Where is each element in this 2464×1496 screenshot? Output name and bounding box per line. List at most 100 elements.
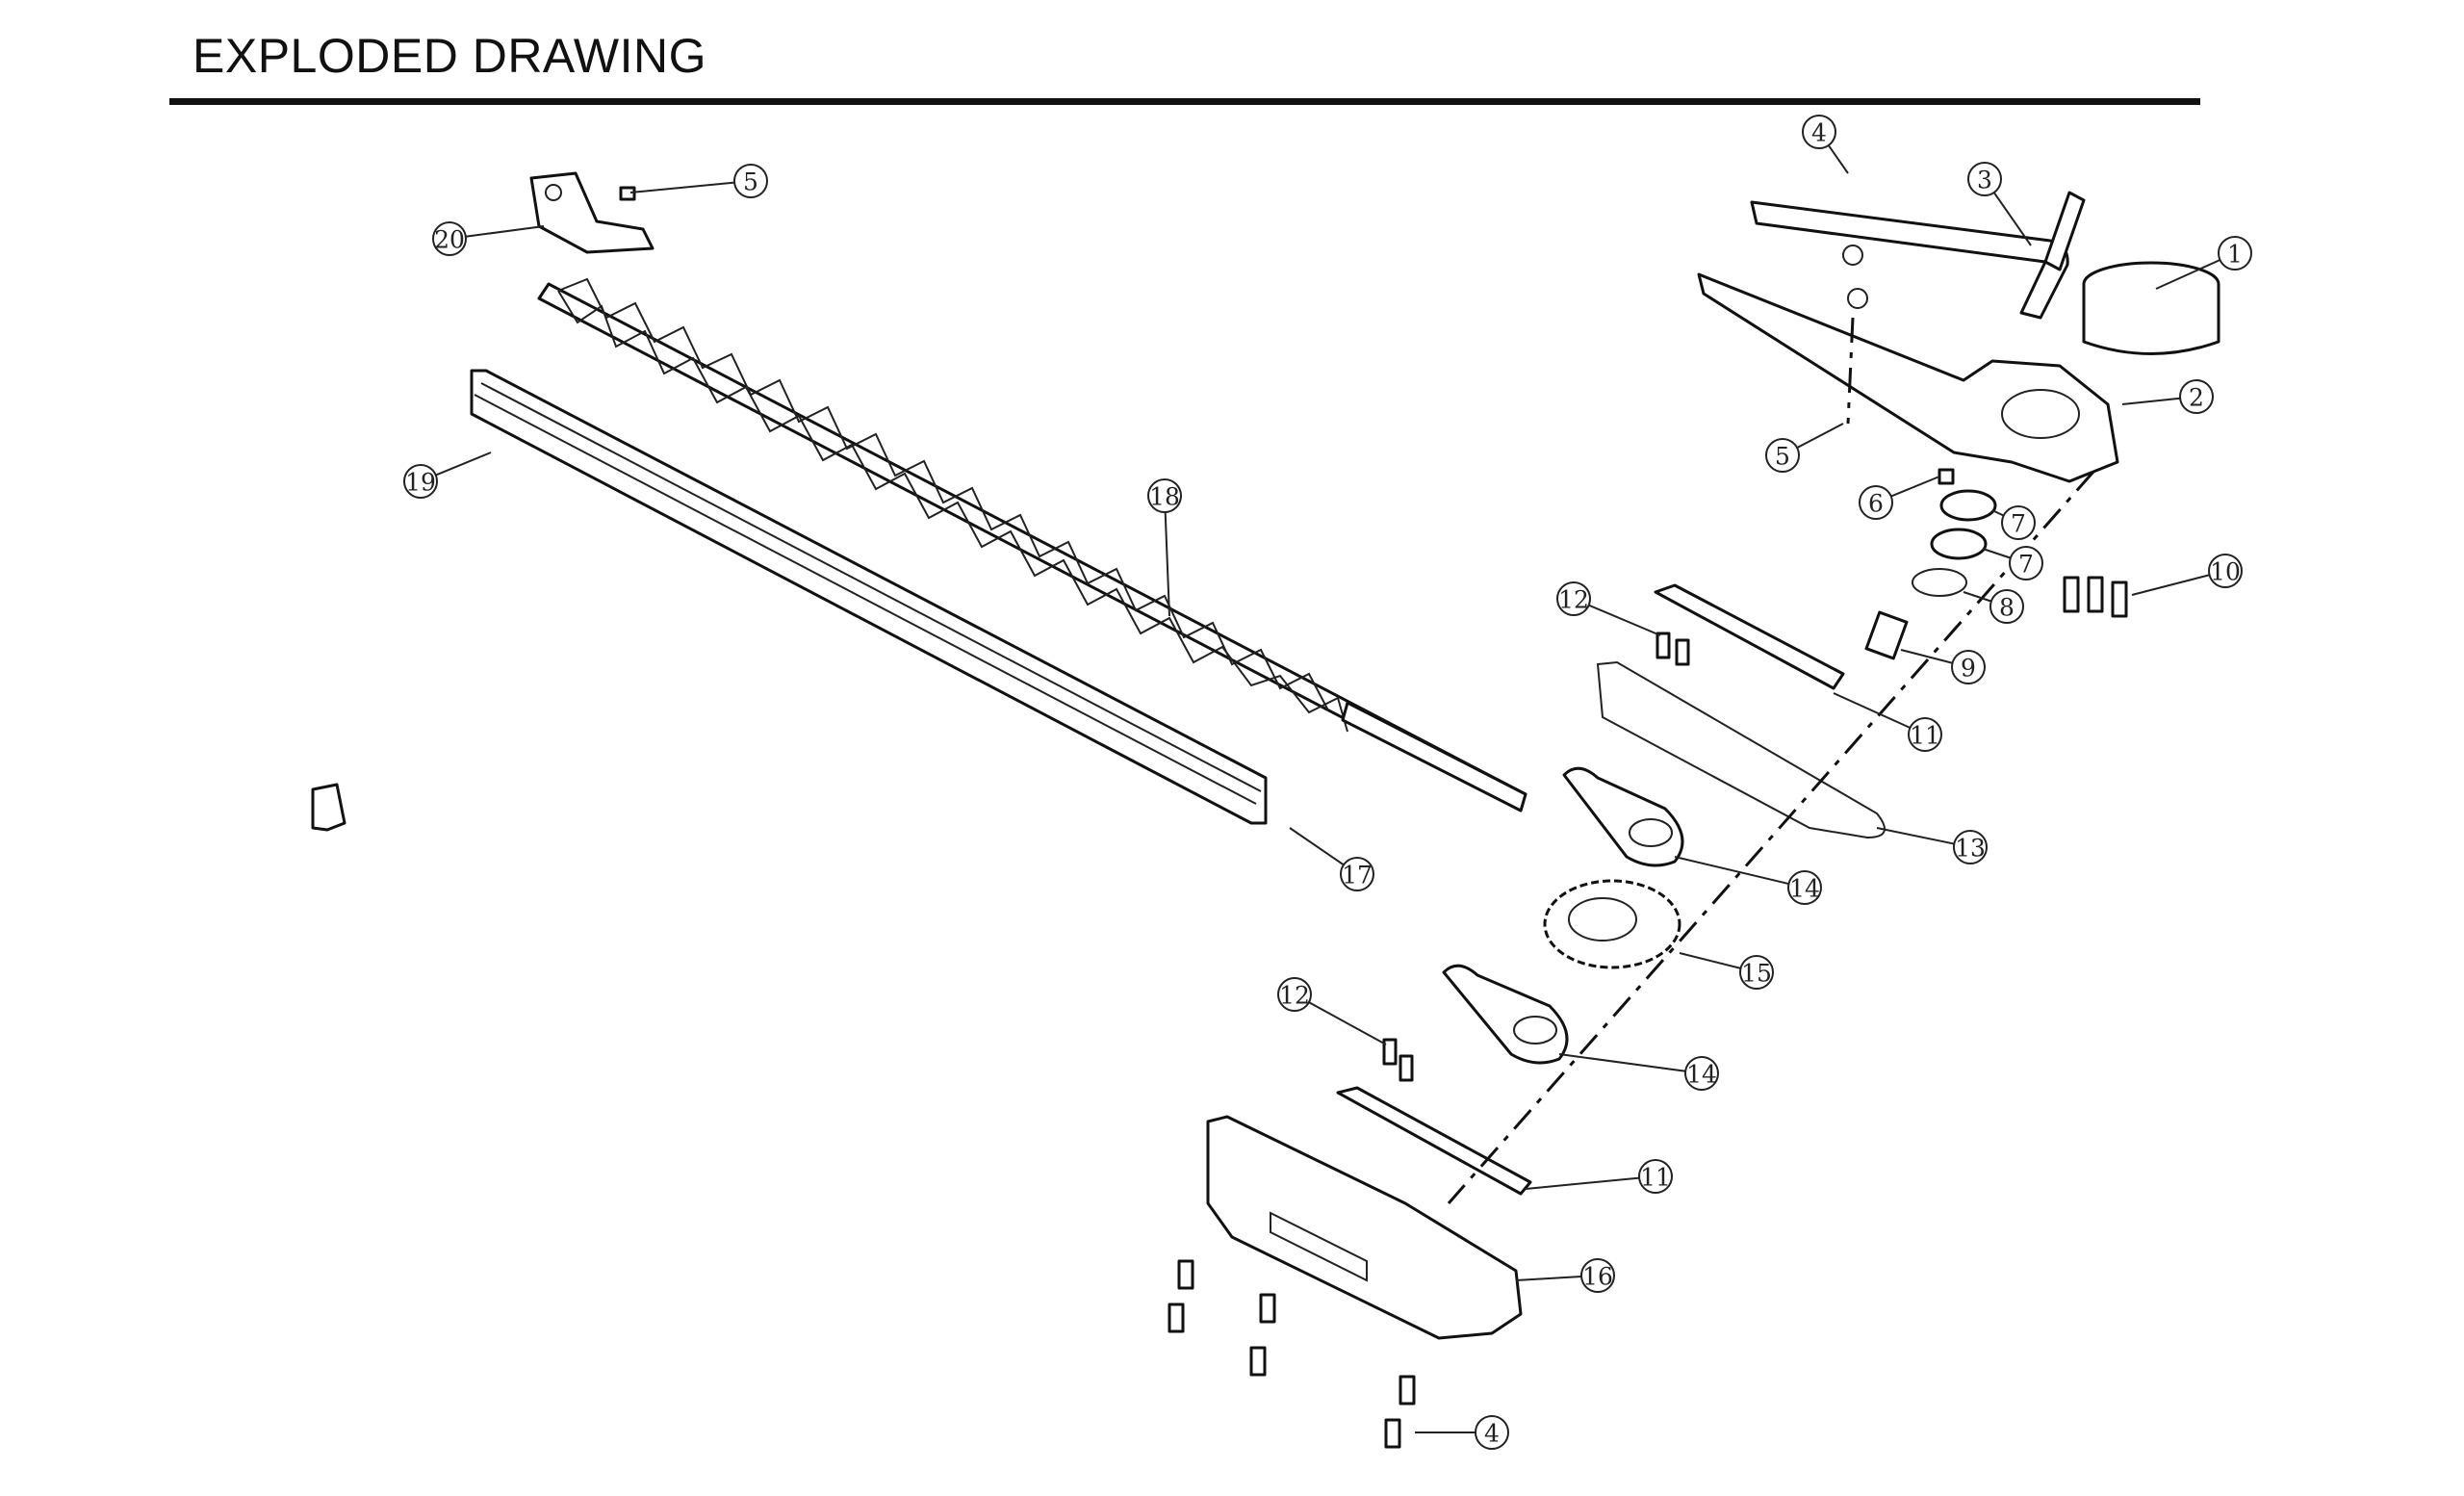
callout-19: 19 (403, 451, 492, 499)
callout-14: 14 (1674, 856, 1822, 905)
bolt-axis (1846, 317, 1855, 425)
callout-circle (1556, 581, 1591, 616)
callout-number: 2 (2189, 384, 2204, 412)
callout-11: 11 (1833, 692, 1942, 752)
assembly-axis (1447, 471, 2095, 1204)
part-9-pinion (1864, 610, 1909, 660)
callout-leader-line (1525, 1176, 1640, 1190)
callout-circle (1951, 650, 1986, 684)
callout-number: 17 (1342, 862, 1373, 890)
callout-number: 7 (2018, 551, 2034, 579)
callout-number: 5 (743, 168, 758, 196)
callout-leader-line (1289, 827, 1345, 866)
part-20-bracket (529, 171, 654, 254)
callout-leader-line (1982, 548, 2012, 559)
callout-circle (1580, 1258, 1615, 1293)
callout-leader-line (1679, 952, 1741, 969)
callout-10: 10 (2131, 554, 2243, 596)
callout-circle (1908, 717, 1942, 752)
callout-circle (1967, 162, 2002, 196)
callout-leader-line (1992, 192, 2032, 246)
callout-11: 11 (1525, 1159, 1673, 1194)
callout-leader-line (1515, 1276, 1582, 1281)
callout-leader-line (629, 181, 735, 193)
callout-number: 15 (1741, 960, 1772, 988)
callout-5: 5 (1765, 423, 1844, 473)
callout-circle (1739, 955, 1774, 990)
callout-number: 11 (1910, 722, 1940, 750)
callout-circle (1475, 1415, 1509, 1450)
callout-number: 20 (434, 226, 465, 254)
callout-leader-line (2121, 397, 2181, 405)
callout-circle (1147, 478, 1182, 513)
callout-8: 8 (1963, 589, 2024, 624)
part-12-screws-upper (1656, 632, 1690, 666)
callout-circle (2001, 505, 2036, 540)
part-1-ring (2082, 261, 2220, 355)
part-7-bearing-a (1939, 489, 1997, 522)
callout-number: 9 (1961, 655, 1976, 683)
callout-5: 5 (629, 164, 768, 198)
part-2-gear-housing-upper (1697, 245, 2119, 483)
part-14-crank-lower (1442, 964, 1569, 1065)
callout-leader-line (1164, 511, 1170, 617)
callout-circle (1277, 977, 1312, 1012)
callout-7: 7 (1982, 546, 2043, 580)
callout-4: 4 (1802, 115, 1849, 174)
page-title: EXPLODED DRAWING (192, 29, 707, 83)
callout-number: 4 (1484, 1420, 1500, 1448)
callout-number: 3 (1977, 167, 1992, 194)
callout-circle (1989, 589, 2024, 624)
callout-leader-line (1900, 649, 1953, 664)
part-8-circlip (1912, 568, 1967, 597)
callout-number: 19 (405, 469, 436, 497)
callout-number: 13 (1955, 835, 1986, 863)
part-11-plate-upper (1654, 583, 1845, 690)
callout-number: 14 (1789, 875, 1820, 903)
callout-number: 10 (2210, 558, 2241, 586)
callout-leader-line (1876, 827, 1955, 845)
callout-circle (2009, 546, 2043, 580)
part-4-bolts-lower (1168, 1259, 1416, 1449)
callout-leader-line (1588, 604, 1661, 636)
callout-18: 18 (1147, 478, 1182, 617)
callout-9: 9 (1900, 649, 1986, 684)
callout-number: 12 (1558, 586, 1589, 614)
part-16-gear-case-lower (1206, 1115, 1523, 1340)
callout-leader-line (465, 225, 545, 238)
callout-number: 7 (2011, 510, 2026, 538)
callout-number: 8 (1999, 594, 2015, 622)
part-19-guide-bar (470, 369, 1268, 825)
callout-leader-line (1890, 476, 1940, 498)
part-13-gasket (1596, 660, 1886, 839)
callout-number: 12 (1279, 982, 1310, 1010)
callout-4: 4 (1415, 1415, 1509, 1450)
callout-circle (2218, 236, 2252, 271)
callout-number: 16 (1582, 1263, 1613, 1291)
callout-circle (1953, 830, 1988, 864)
callout-7: 7 (1991, 505, 2036, 540)
part-6-nut (1938, 468, 1955, 485)
callout-20: 20 (432, 221, 545, 256)
part-11-plate-lower (1336, 1086, 1532, 1196)
callout-leader-line (435, 451, 492, 477)
callout-circle (1802, 115, 1836, 149)
callout-circle (1787, 870, 1822, 905)
callout-circle (1638, 1159, 1673, 1194)
callout-leader-line (1991, 509, 2005, 517)
callout-3: 3 (1967, 162, 2032, 246)
callout-2: 2 (2121, 379, 2214, 414)
callout-circle (432, 221, 467, 256)
callout-leader-line (1674, 856, 1789, 886)
callout-leader-line (1308, 1001, 1387, 1045)
part-12-screws-lower (1382, 1038, 1414, 1082)
callout-leader-line (1833, 692, 1911, 729)
callout-leader-line (1827, 144, 1849, 174)
callout-16: 16 (1515, 1258, 1615, 1293)
callout-number: 18 (1149, 483, 1180, 511)
callout-15: 15 (1679, 952, 1774, 990)
part-3-handle (1750, 191, 2086, 320)
callout-circle (733, 164, 768, 198)
callout-13: 13 (1876, 827, 1988, 864)
